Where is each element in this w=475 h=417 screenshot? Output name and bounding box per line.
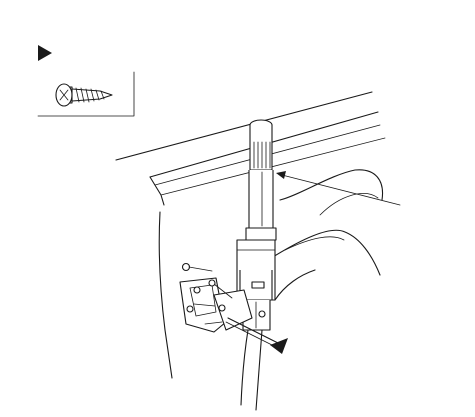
tube-sleeve bbox=[245, 119, 277, 241]
target-triangle-marker-icon bbox=[270, 338, 288, 354]
callout-arrowhead bbox=[276, 171, 286, 179]
legend-triangle-marker-icon bbox=[38, 45, 52, 61]
screw-icon bbox=[55, 83, 113, 107]
bracket-screws bbox=[181, 262, 233, 325]
long-bolt bbox=[225, 317, 279, 348]
panel-body bbox=[158, 169, 384, 411]
connector-block bbox=[236, 239, 276, 331]
callout-line bbox=[281, 174, 401, 206]
legend-box bbox=[37, 71, 135, 117]
